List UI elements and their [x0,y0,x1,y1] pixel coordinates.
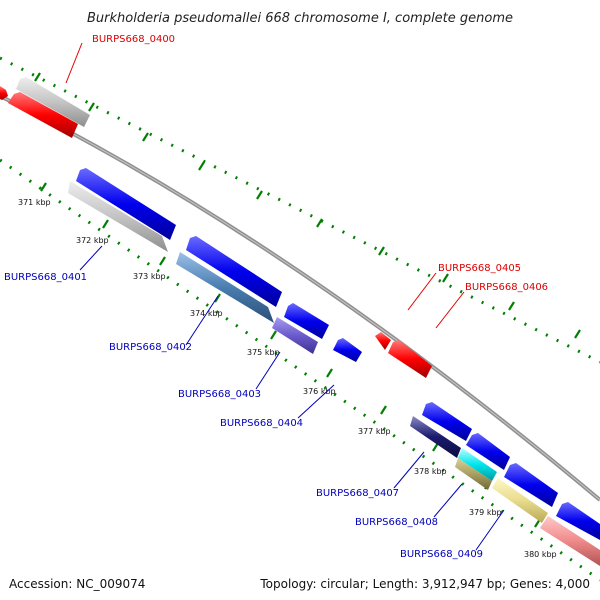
feature-blue-0408a[interactable] [466,433,510,470]
feature-burps668-0406[interactable] [388,340,432,378]
leader-0409 [475,509,505,551]
tick-label-376: 376 kbp [303,387,336,396]
feature-burps668-0407[interactable] [410,416,461,458]
feature-track-outer [0,77,432,378]
feature-track-inner [68,168,600,566]
gene-label-0407[interactable]: BURPS668_0407 [316,488,399,499]
tick-label-377: 377 kbp [358,427,391,436]
feature-cyan-0408[interactable] [458,448,497,481]
feature-salmon-right[interactable] [540,516,600,566]
gene-label-0404[interactable]: BURPS668_0404 [220,418,303,429]
leader-0406 [435,291,465,329]
leader-0403 [255,351,281,390]
feature-blue-0401a[interactable] [76,168,176,240]
gene-label-0408[interactable]: BURPS668_0408 [355,517,438,528]
leader-0400 [65,42,83,84]
accession-text: Accession: NC_009074 [9,577,146,591]
feature-burps668-0403[interactable] [272,317,318,354]
leader-0404 [297,384,335,419]
feature-blue-0403a[interactable] [284,303,329,339]
leader-0407 [393,451,425,489]
genome-backbone-highlight [0,95,600,501]
gene-label-0405[interactable]: BURPS668_0405 [438,263,521,274]
feature-blue-0409a[interactable] [504,463,558,507]
tick-labels: 371 kbp 372 kbp 373 kbp 374 kbp 375 kbp … [18,198,557,559]
genome-summary-text: Topology: circular; Length: 3,912,947 bp… [260,577,590,591]
feature-burps668-0401[interactable] [68,181,168,252]
tick-label-375: 375 kbp [247,348,280,357]
leader-0405 [407,272,437,311]
feature-burps668-0402[interactable] [176,252,274,323]
gene-label-0403[interactable]: BURPS668_0403 [178,389,261,400]
gene-label-0402[interactable]: BURPS668_0402 [109,342,192,353]
inner-dotted-ring [0,158,600,582]
feature-red-partial[interactable] [0,86,8,100]
tick-label-372: 372 kbp [76,236,109,245]
feature-gray-0400[interactable] [16,77,90,127]
feature-blue-right[interactable] [556,502,600,540]
gene-label-0406[interactable]: BURPS668_0406 [465,282,548,293]
tick-label-371: 371 kbp [18,198,51,207]
outer-dotted-ring [0,56,600,364]
feature-blue-0402a[interactable] [186,236,282,307]
leader-0408 [433,483,463,518]
feature-blue-0407a[interactable] [422,402,472,441]
gene-label-0409[interactable]: BURPS668_0409 [400,549,483,560]
genome-backbone [0,94,600,502]
gene-label-0400[interactable]: BURPS668_0400 [92,34,175,45]
feature-burps668-0404[interactable] [333,338,362,362]
gene-label-0401[interactable]: BURPS668_0401 [4,272,87,283]
map-title: Burkholderia pseudomallei 668 chromosome… [87,11,513,26]
feature-burps668-0405[interactable] [375,332,391,350]
tick-label-379: 379 kbp [469,508,502,517]
label-leaders [65,42,505,551]
feature-burps668-0409[interactable] [492,478,548,523]
tick-label-380: 380 kbp [524,550,557,559]
gene-labels: BURPS668_0400 BURPS668_0401 BURPS668_040… [4,34,548,560]
feature-burps668-0400[interactable] [8,92,78,138]
tick-label-373: 373 kbp [133,272,166,281]
leader-0401 [79,245,103,271]
leader-0402 [185,295,219,346]
tick-label-378: 378 kbp [414,467,447,476]
feature-burps668-0408[interactable] [455,458,492,490]
